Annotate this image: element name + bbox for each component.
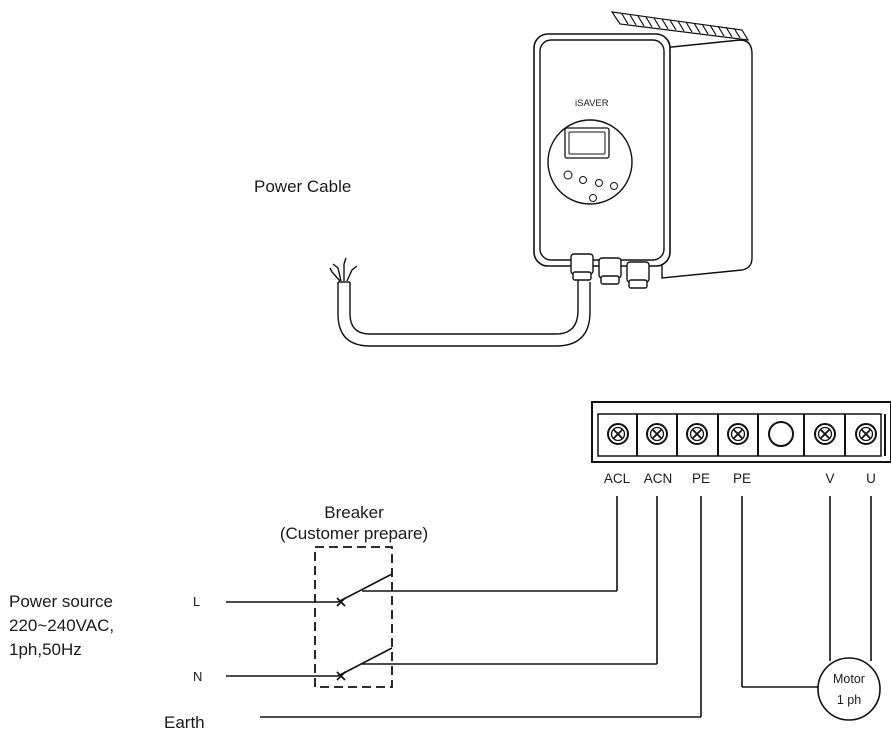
device-illustration [533,11,753,289]
terminal-screw-pe2 [727,423,749,445]
line-n-label: N [193,669,202,684]
wiring-lines [226,496,872,718]
terminal-screw-acl [607,423,629,445]
terminal-label-v: V [825,471,834,486]
cable-glands [570,253,650,289]
terminal-label-pe2: PE [733,471,751,486]
terminal-screw-v [814,423,836,445]
terminal-block [591,401,891,463]
power-cable-label: Power Cable [254,177,351,196]
breaker-box [314,546,393,688]
terminal-label-u: U [866,471,876,486]
breaker-subtitle: (Customer prepare) [280,524,428,543]
power-cable [329,257,591,347]
terminal-screw-u [855,423,877,445]
power-source-voltage: 220~240VAC, [9,616,114,635]
motor-label: Motor [833,672,865,686]
motor-symbol [817,657,881,721]
breaker-title: Breaker [324,503,384,522]
terminal-label-acn: ACN [644,471,673,486]
heatsink-fins [610,11,750,41]
terminal-label-acl: ACL [604,471,631,486]
power-source-title: Power source [9,592,113,611]
brand-logo: iSAVER [575,98,609,109]
motor-phase-label: 1 ph [837,693,861,707]
terminal-empty-hole [768,421,794,447]
terminal-label-pe1: PE [692,471,710,486]
earth-label: Earth [164,713,205,732]
terminal-screw-pe1 [686,423,708,445]
power-source-phase: 1ph,50Hz [9,640,82,659]
terminal-screw-acn [646,423,668,445]
line-l-label: L [193,594,200,609]
breaker-contacts [336,597,346,681]
